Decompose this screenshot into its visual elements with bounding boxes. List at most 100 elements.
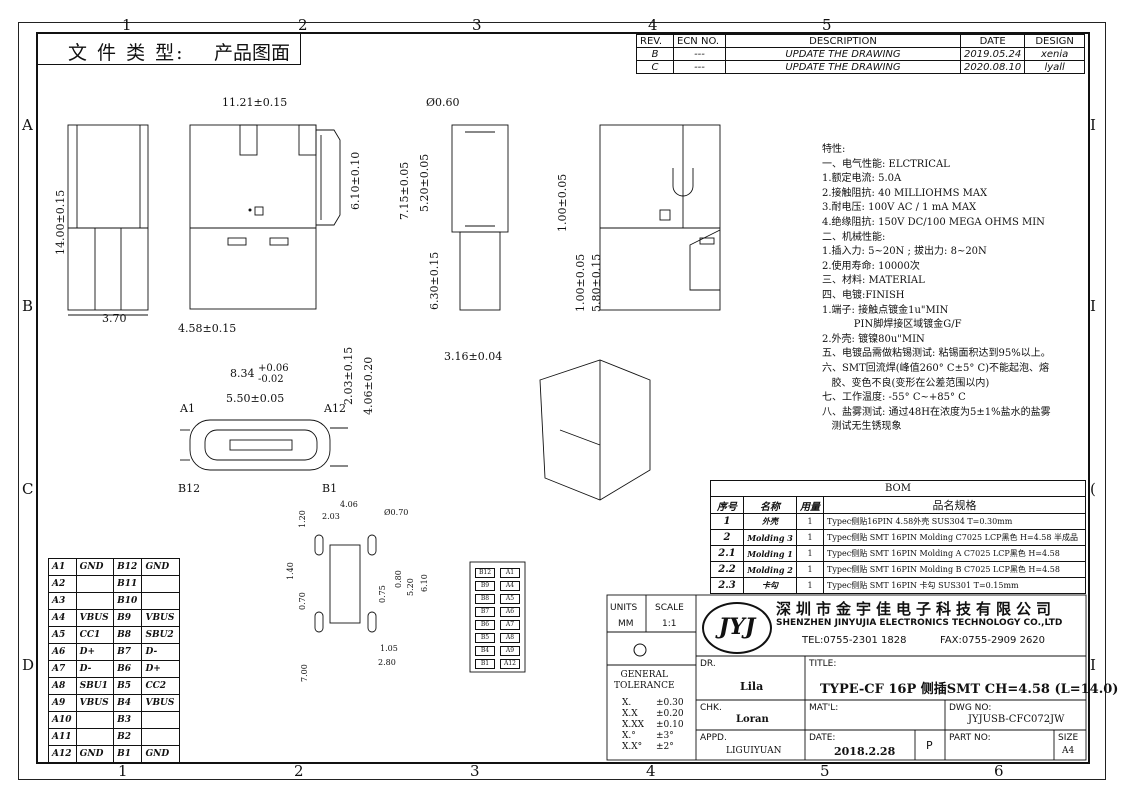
side-view-body <box>67 124 149 311</box>
company-fax: FAX:0755-2909 2620 <box>940 635 1046 646</box>
bom-title: BOM <box>710 480 1086 497</box>
inner-frame <box>36 32 1090 764</box>
drawn-value: Lila <box>740 680 764 693</box>
file-type-value: 产品图面 <box>214 42 291 64</box>
dim-height: 4.58±0.15 <box>178 322 237 335</box>
fp-pin: A9 <box>500 646 520 656</box>
dim-tail-width: 3.16±0.04 <box>444 350 503 363</box>
fp-pin: B7 <box>475 607 495 617</box>
zone-bottom-6: 6 <box>994 762 1004 780</box>
approved-value: LIGUIYUAN <box>726 746 782 756</box>
company-logo: JYJ <box>702 602 772 654</box>
dim-pin-span: 7.15±0.05 <box>398 161 411 220</box>
zone-left-b: B <box>22 297 34 315</box>
dim-opening: 8.34 <box>230 367 255 380</box>
fp-pin: B9 <box>475 581 495 591</box>
company-tel: TEL:0755-2301 1828 <box>802 635 907 646</box>
size-label: SIZE <box>1058 733 1079 743</box>
file-type-box: 文 件 类 型: 产品图面 <box>38 34 301 65</box>
dim-opening-minus: -0.02 <box>258 374 284 385</box>
company-name-en: SHENZHEN JINYUJIA ELECTRONICS TECHNOLOGY… <box>776 618 1063 628</box>
checked-label: CHK. <box>700 703 722 713</box>
label-a12: A12 <box>324 402 346 415</box>
checked-value: Loran <box>736 714 769 725</box>
dim-step-3: 5.80±0.15 <box>590 253 603 312</box>
zone-top-4: 4 <box>648 16 658 34</box>
fp-pin: A4 <box>500 581 520 591</box>
dim-pin-inner: 5.20±0.05 <box>418 153 431 212</box>
dim-fp-9: 5.20 <box>406 578 415 596</box>
date-value: 2018.2.28 <box>834 745 896 758</box>
fp-pin: A5 <box>500 594 520 604</box>
dim-fp-1: 4.06 <box>340 500 358 509</box>
dim-fp-5: 1.40 <box>286 562 295 580</box>
fp-pin: B4 <box>475 646 495 656</box>
scale-label: SCALE <box>655 603 684 613</box>
dim-fp-12: 2.80 <box>378 658 396 667</box>
zone-left-a: A <box>22 116 33 134</box>
company-name-cn: 深圳市金宇佳电子科技有限公司 <box>776 600 1057 618</box>
dim-inner-opening: 5.50±0.05 <box>226 392 285 405</box>
fp-pin: A7 <box>500 620 520 630</box>
units-value: MM <box>618 619 634 629</box>
dim-fp-11: 1.05 <box>380 644 398 653</box>
dim-shell: 6.10±0.10 <box>349 151 362 210</box>
dim-fp-6: 0.70 <box>298 592 307 610</box>
dim-step-2: 1.00±0.05 <box>574 253 587 312</box>
receptacle-front <box>189 419 331 471</box>
zone-right-c: ( <box>1090 480 1096 498</box>
tolerance-table: X.±0.30 X.X±0.20 X.XX±0.10 X.°±3° X.X°±2… <box>622 698 684 752</box>
fp-pin: A12 <box>500 659 520 669</box>
file-type-label: 文 件 类 型: <box>68 42 185 64</box>
dim-width: 11.21±0.15 <box>222 96 288 109</box>
revision-row: C --- UPDATE THE DRAWING 2020.08.10 lyal… <box>636 60 1085 74</box>
zone-bottom-1: 1 <box>118 762 128 780</box>
label-b1: B1 <box>322 482 338 495</box>
units-label: UNITS <box>610 603 638 613</box>
dim-tongue: 3.70 <box>102 312 127 325</box>
dim-fp-13: 7.00 <box>300 664 309 682</box>
zone-right-a: I <box>1090 116 1096 134</box>
zone-top-1: 1 <box>122 16 132 34</box>
dim-hole: Ø0.60 <box>426 96 460 109</box>
dwg-no-value: JYJUSB-CFC072JW <box>968 714 1065 725</box>
revision-row: B --- UPDATE THE DRAWING 2019.05.24 xeni… <box>636 47 1085 61</box>
dim-fp-8: 0.80 <box>394 570 403 588</box>
page-marker: P <box>926 739 933 752</box>
specifications: 特性: 一、电气性能: ELCTRICAL 1.额定电流: 5.0A 2.接触阻… <box>822 144 1051 433</box>
date-label: DATE: <box>809 733 836 743</box>
dim-fp-2: 2.03 <box>322 512 340 521</box>
dim-length: 14.00±0.15 <box>54 189 67 255</box>
fp-pin: A1 <box>500 568 520 578</box>
zone-top-2: 2 <box>298 16 308 34</box>
dim-opening-plus: +0.06 <box>258 363 289 374</box>
label-b12: B12 <box>178 482 201 495</box>
dim-fp-4: 1.20 <box>298 510 307 528</box>
zone-right-d: I <box>1090 656 1096 674</box>
size-value: A4 <box>1062 746 1075 756</box>
pin-view-body <box>451 124 509 233</box>
drawn-label: DR. <box>700 659 716 669</box>
material-label: MAT'L: <box>809 703 839 713</box>
fp-pin: A6 <box>500 607 520 617</box>
tolerance-title: GENERAL TOLERANCE <box>614 670 675 691</box>
zone-left-d: D <box>22 656 35 674</box>
dim-half-height: 2.03±0.15 <box>342 346 355 405</box>
